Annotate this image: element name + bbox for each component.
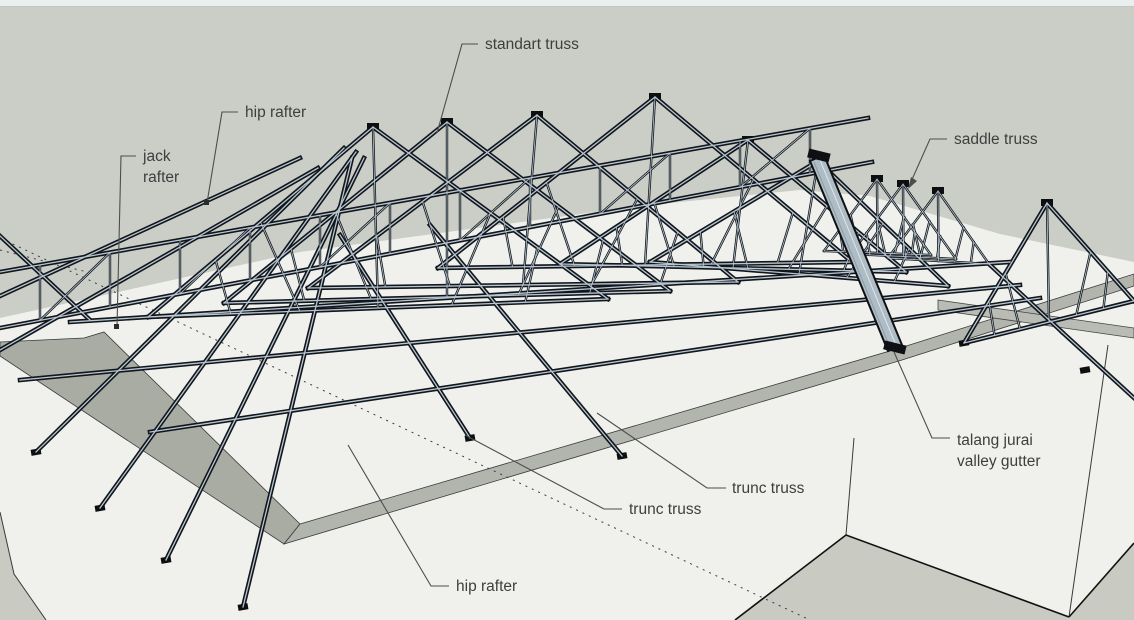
- wall-edge-far-right: [1068, 344, 1109, 618]
- top-strip: [0, 0, 1134, 6]
- label-hip-rafter-bottom: hip rafter: [456, 578, 517, 595]
- label-trunc-truss-right: trunc truss: [732, 480, 805, 497]
- leader-hip-rafter-top-dot: [204, 200, 209, 205]
- leader-saddle-truss: [909, 138, 947, 185]
- leader-trunc-truss-left: [464, 434, 622, 510]
- ground-plane-left: [0, 512, 46, 620]
- label-trunc-truss-left: trunc truss: [629, 501, 702, 518]
- leader-saddle-truss-arrowhead: [908, 177, 917, 189]
- label-talang-jurai-line2: valley gutter: [957, 453, 1041, 470]
- wall-base-edge-right: [734, 534, 1070, 620]
- leader-standart-truss: [436, 43, 478, 134]
- label-talang-jurai-line1: talang jurai: [957, 432, 1033, 449]
- leader-talang-jurai: [893, 351, 950, 439]
- valley-gutter-beam: [807, 148, 907, 355]
- wall-corner-edge: [845, 437, 855, 536]
- label-jack-rafter-line1: jack: [142, 148, 171, 165]
- label-hip-rafter-top: hip rafter: [245, 104, 306, 121]
- leader-hip-rafter-top: [206, 111, 238, 204]
- truss-structure: [0, 93, 1134, 611]
- wall-base-edge-corner: [1068, 542, 1134, 618]
- label-jack-rafter-line2: rafter: [143, 169, 179, 186]
- label-standart-truss: standart truss: [485, 36, 579, 53]
- leader-jack-rafter-dot: [114, 324, 119, 329]
- leader-trunc-truss-right: [596, 412, 726, 489]
- annotations: standart truss hip rafter jack rafter sa…: [114, 36, 1041, 595]
- label-saddle-truss: saddle truss: [954, 131, 1038, 148]
- leader-hip-rafter-bottom: [347, 444, 449, 587]
- wall-edge-left: [0, 511, 47, 620]
- leader-jack-rafter: [116, 155, 136, 328]
